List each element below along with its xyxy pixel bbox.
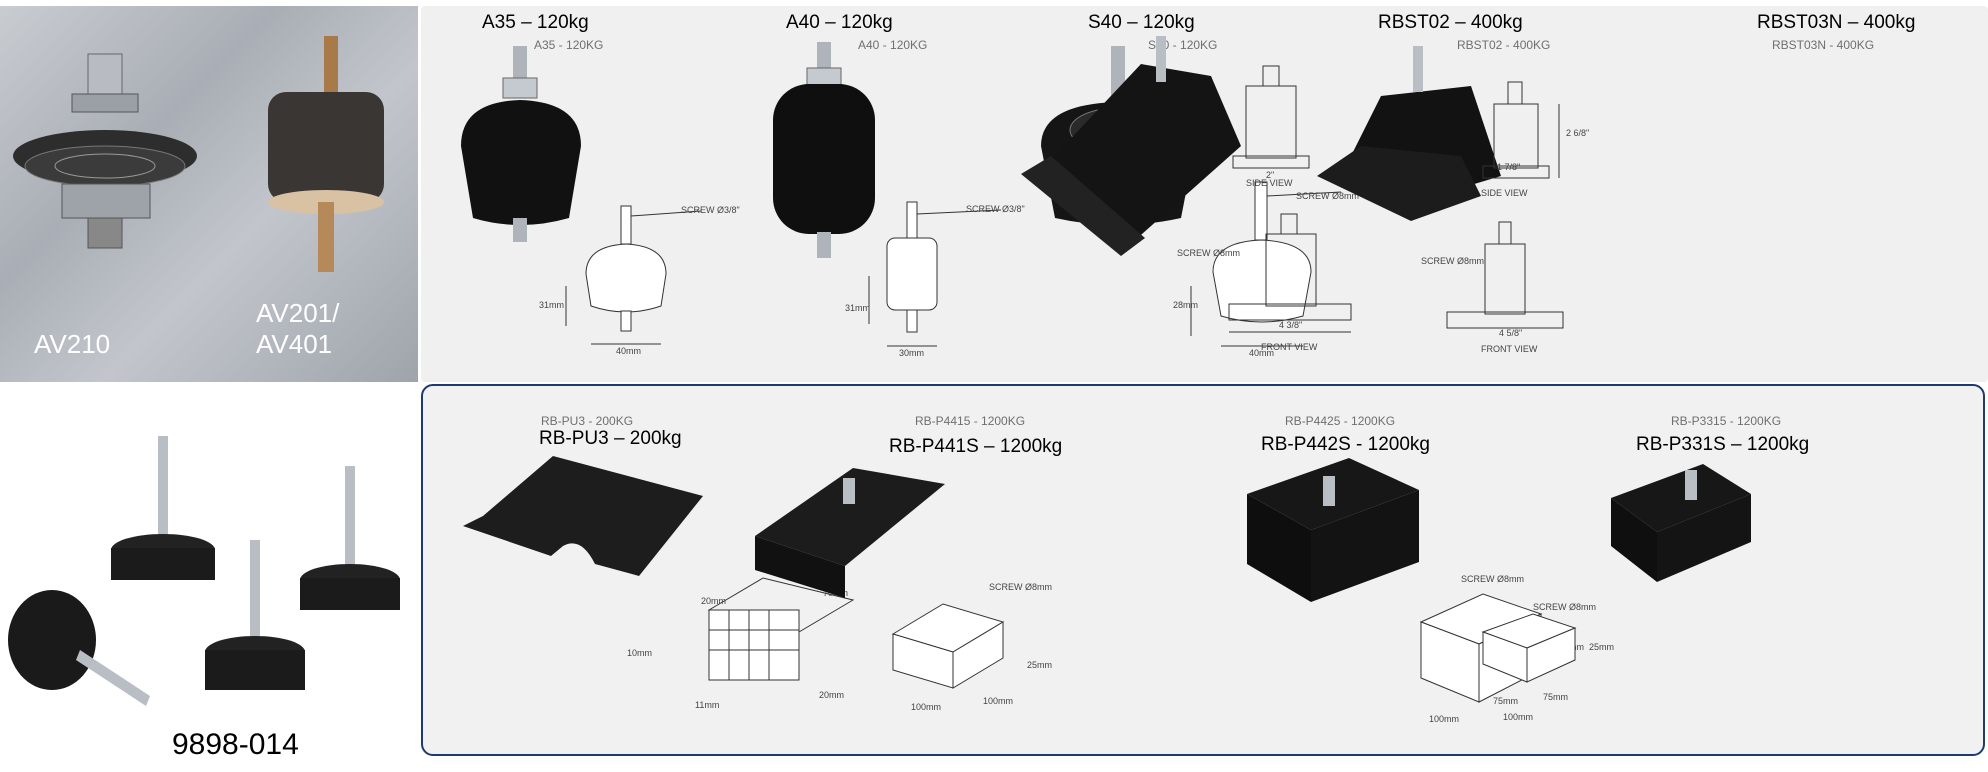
rb-p331s-screw-label: SCREW Ø8mm	[1533, 602, 1596, 612]
rb-p442s-depth-label: 100mm	[1503, 712, 1533, 722]
rbst03n-side-view	[1482, 81, 1560, 179]
rb-p442s-screw-label: SCREW Ø8mm	[1461, 574, 1524, 584]
rbst02-screw-label: SCREW Ø8mm	[1177, 248, 1240, 258]
rbst02-title: RBST02 – 400kg	[1378, 12, 1523, 33]
rb-p441s-height-label: 25mm	[1027, 660, 1052, 670]
a40-screw-label: SCREW Ø3/8"	[966, 204, 1025, 214]
rb-p442s-title: RB-P442S - 1200kg	[1261, 434, 1430, 455]
rb-p441s-pad-image	[755, 468, 945, 598]
rb-p441s-depth-label: 100mm	[983, 696, 1013, 706]
a35-title: A35 – 120kg	[482, 12, 589, 33]
a35-dimension-drawing	[565, 205, 702, 345]
rb-p331s-title: RB-P331S – 1200kg	[1636, 434, 1810, 455]
rbst03n-subtitle: RBST03N - 400KG	[1772, 38, 1875, 52]
s40-dimension-drawing	[1190, 181, 1342, 347]
rbst03n-screw-label: SCREW Ø8mm	[1421, 256, 1484, 266]
rb-pu3-subtitle: RB-PU3 - 200KG	[541, 414, 634, 428]
rb-p441s-dimension-drawing	[891, 603, 1005, 689]
rb-pu3-grid-drawing	[707, 577, 855, 681]
a35-subtitle: A35 - 120KG	[534, 38, 604, 52]
rbst02-front-view	[1228, 213, 1352, 333]
rbst03n-side-width-label: 1 7/8"	[1497, 162, 1520, 172]
rbst03n-front-view	[1446, 221, 1564, 329]
rbst02-side-width-label: 2"	[1266, 170, 1274, 180]
rb-pu3-dim-e: 20mm	[819, 690, 844, 700]
av210-label: AV210	[34, 329, 111, 359]
av201-av401-label: AV201/ AV401	[256, 298, 340, 359]
a40-mount-image	[773, 42, 875, 258]
rbst03n-side-height-label: 2 6/8"	[1566, 128, 1589, 138]
a35-screw-label: SCREW Ø3/8"	[681, 205, 740, 215]
rbst02-side-view	[1232, 65, 1310, 169]
rb-p442s-width-label: 100mm	[1429, 714, 1459, 724]
bottom-products-illustrations: 20mm 70mm 10mm 11mm 20mm SCREW Ø8mm 25mm…	[463, 456, 1751, 724]
s40-width-label: 40mm	[1249, 348, 1274, 358]
rbst02-front-view-label: FRONT VIEW	[1261, 342, 1318, 352]
rbst03n-title: RBST03N – 400kg	[1757, 12, 1916, 33]
a40-title: A40 – 120kg	[786, 12, 893, 33]
a40-dimension-drawing	[868, 201, 1002, 347]
rb-p331s-pad-image	[1611, 464, 1751, 582]
rb-p331s-subtitle: RB-P3315 - 1200KG	[1671, 414, 1782, 428]
av-mounts-photo: AV210 AV201/ AV401	[0, 6, 418, 382]
levelling-mounts-photo	[0, 430, 418, 730]
top-products-illustrations: SCREW Ø3/8" 40mm 31mm SCREW Ø3/8" 30mm 3…	[461, 36, 1589, 358]
rb-p441s-width-label: 100mm	[911, 702, 941, 712]
rb-pu3-dim-a: 20mm	[701, 596, 726, 606]
rbst02-subtitle: RBST02 - 400KG	[1457, 38, 1551, 52]
a35-width-label: 40mm	[616, 346, 641, 356]
rbst02-side-view-label: SIDE VIEW	[1246, 178, 1293, 188]
rb-p331s-height-label: 25mm	[1589, 642, 1614, 652]
rbst02-mount-image	[1021, 36, 1241, 256]
rb-pu3-pad-image	[463, 456, 703, 576]
rb-pu3-title: RB-PU3 – 200kg	[539, 428, 682, 449]
rbst02-front-width-label: 4 3/8"	[1279, 320, 1302, 330]
rb-p331s-dimension-drawing	[1481, 613, 1577, 683]
rbst03n-front-width-label: 4 5/8"	[1499, 328, 1522, 338]
bottom-products-panel: RB-PU3 - 200KG RB-PU3 – 200kg RB-P4415 -…	[421, 384, 1985, 756]
rb-p441s-title: RB-P441S – 1200kg	[889, 436, 1063, 457]
rbst03n-side-view-label: SIDE VIEW	[1481, 188, 1528, 198]
s40-height-label: 28mm	[1173, 300, 1198, 310]
levelling-mounts-illustration	[8, 436, 400, 706]
rbst03n-front-view-label: FRONT VIEW	[1481, 344, 1538, 354]
a40-subtitle: A40 - 120KG	[858, 38, 928, 52]
av-mounts-illustration	[13, 36, 384, 272]
rb-p442s-pad-image	[1247, 458, 1419, 602]
rb-p441s-subtitle: RB-P4415 - 1200KG	[915, 414, 1026, 428]
rb-pu3-dim-c: 10mm	[627, 648, 652, 658]
rb-p331s-width-label: 75mm	[1493, 696, 1518, 706]
s40-screw-label: SCREW Ø8mm	[1296, 191, 1359, 201]
a35-height-label: 31mm	[539, 300, 564, 310]
rb-p441s-screw-label: SCREW Ø8mm	[989, 582, 1052, 592]
rb-pu3-dim-d: 11mm	[695, 700, 719, 710]
top-products-panel: A35 – 120kg A35 - 120KG A40 – 120kg A40 …	[421, 6, 1988, 382]
a35-mount-image	[461, 46, 581, 242]
rbst03n-mount-image	[1317, 46, 1501, 221]
a40-height-label: 31mm	[845, 303, 870, 313]
rb-p442s-subtitle: RB-P4425 - 1200KG	[1285, 414, 1396, 428]
product-code-label: 9898-014	[172, 728, 299, 761]
rb-p331s-depth-label: 75mm	[1543, 692, 1568, 702]
a40-width-label: 30mm	[899, 348, 924, 358]
s40-title: S40 – 120kg	[1088, 12, 1195, 33]
